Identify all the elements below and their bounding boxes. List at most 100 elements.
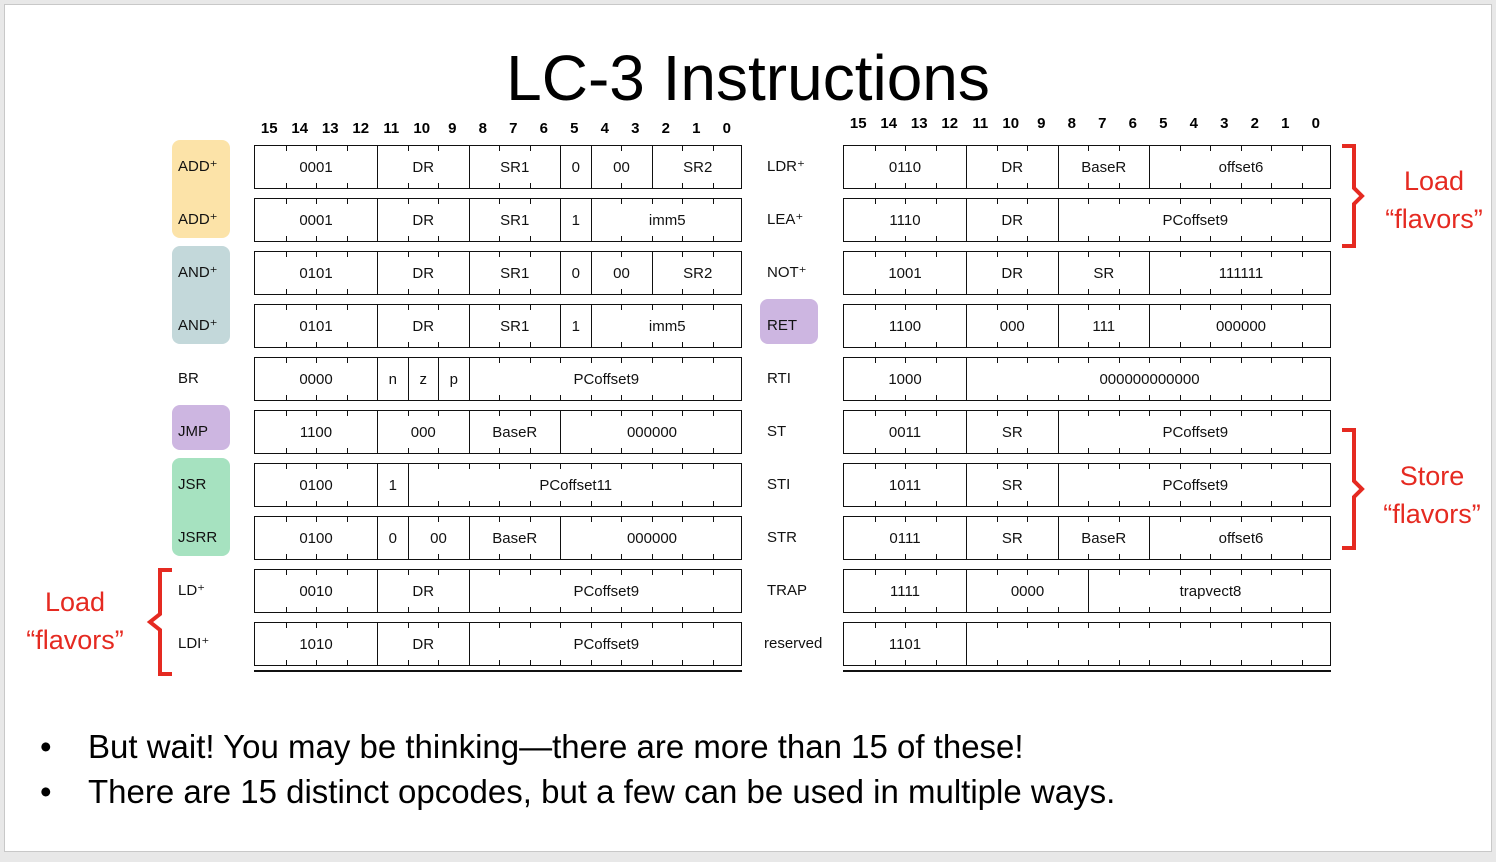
bit-tick [935,554,937,559]
bit-tick [905,358,906,363]
bit-tick [1301,570,1303,575]
bit-tick [285,305,287,310]
bit-tick [712,236,714,241]
bit-tick [1118,395,1120,400]
bit-tick [1271,252,1272,257]
bit-tick [1118,236,1120,241]
bit-field: 1110 [889,211,921,229]
bit-field: DR [966,146,1058,188]
bit-tick [1271,607,1272,612]
bit-field: PCoffset9 [1057,199,1333,241]
bit-number: 2 [661,120,670,137]
bit-field: PCoffset9 [468,570,744,612]
bit-field: n [377,358,408,400]
bit-tick [1027,358,1028,363]
bit-tick [1179,183,1181,188]
bit-tick [499,183,500,188]
bit-tick [935,199,937,204]
bit-tick [682,411,683,416]
bit-number: 3 [1220,115,1229,132]
bit-tick [621,554,622,559]
bit-tick [651,517,653,522]
bit-tick [285,660,287,665]
bit-tick [1088,411,1089,416]
opcode-label: AND⁺ [178,317,218,334]
opcode-highlight [172,458,230,516]
bit-tick [1179,623,1181,628]
bit-tick [1149,464,1150,469]
bit-tick [499,199,500,204]
bit-tick [1240,623,1242,628]
bit-tick [682,517,683,522]
bit-tick [285,517,287,522]
bit-tick [1027,501,1028,506]
bit-tick [712,464,714,469]
bit-tick [935,607,937,612]
bit-tick [499,623,500,628]
bullet-item: There are 15 distinct opcodes, but a few… [40,769,1115,814]
bit-tick [1149,411,1150,416]
bit-tick [905,607,906,612]
bit-tick [1149,623,1150,628]
bit-tick [935,660,937,665]
bit-tick [529,623,531,628]
bit-tick [651,236,653,241]
bit-tick [905,395,906,400]
bit-tick [529,252,531,257]
bit-tick [1088,358,1089,363]
bit-tick [1210,289,1211,294]
bit-tick [1301,623,1303,628]
bit-tick [1118,358,1120,363]
bit-tick [285,236,287,241]
bit-tick [285,146,287,151]
bit-field: p [438,358,469,400]
bit-tick [682,464,683,469]
bit-tick [1301,517,1303,522]
bit-tick [1271,660,1272,665]
bit-tick [1027,199,1028,204]
opcode-label: TRAP [767,582,808,599]
bit-number: 8 [478,120,487,137]
bit-tick [529,448,531,453]
bit-tick [560,358,561,363]
bit-tick [1149,395,1150,400]
bit-field: 1100 [888,317,922,335]
opcode-label: NOT⁺ [767,264,807,281]
bit-tick [285,342,287,347]
bit-tick [1027,660,1028,665]
bit-tick [316,411,317,416]
bit-tick [316,146,317,151]
bit-tick [1240,146,1242,151]
bit-tick [1088,554,1089,559]
opcode-label: ADD⁺ [178,211,218,228]
bit-field: 1011 [888,476,922,494]
bit-tick [499,358,500,363]
bit-tick [529,554,531,559]
bit-tick [712,395,714,400]
bit-tick [346,570,348,575]
bit-field: 1001 [888,264,922,282]
bit-tick [316,342,317,347]
bit-tick [874,252,876,257]
bit-tick [529,411,531,416]
bit-field: 00 [590,146,652,188]
opcode-highlight [172,189,230,238]
bit-tick [438,623,439,628]
bit-tick [1088,236,1089,241]
bit-tick [1027,342,1028,347]
opcode-label: RTI [767,370,791,387]
bit-tick [651,358,653,363]
bit-field: 0001 [299,158,333,176]
bit-field: SR1 [468,252,561,294]
opcode-label: ADD⁺ [178,158,218,175]
bit-tick [1118,342,1120,347]
bit-tick [905,660,906,665]
bit-tick [1027,464,1028,469]
bit-tick [529,501,531,506]
bit-tick [316,554,317,559]
bit-tick [346,554,348,559]
